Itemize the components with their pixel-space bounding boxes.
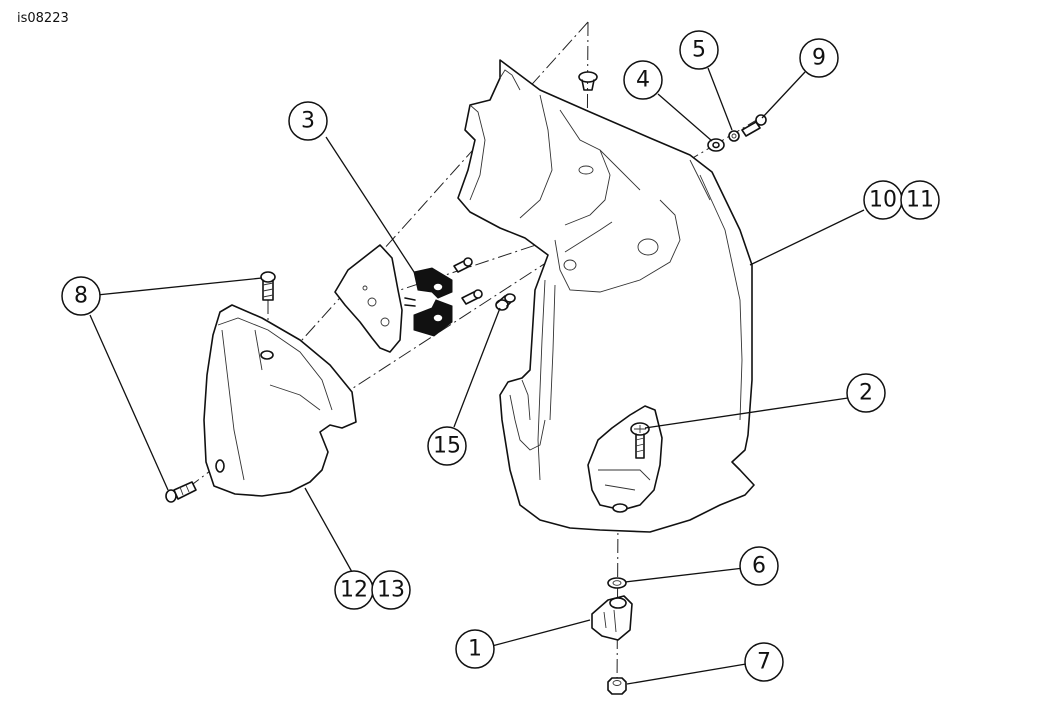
callout-2-label: 2 [859, 381, 873, 406]
callout-9: 9 [799, 38, 839, 78]
callout-5-label: 5 [692, 38, 706, 63]
callout-5: 5 [679, 30, 719, 70]
callout-10-label: 10 [869, 188, 897, 213]
callout-13-label: 13 [377, 578, 405, 603]
callout-9-label: 9 [812, 46, 826, 71]
callout-12-label: 12 [340, 578, 368, 603]
callout-8: 8 [61, 276, 101, 316]
callout-11-label: 11 [906, 188, 934, 213]
screw-8-bottom [165, 481, 197, 503]
nut-7 [607, 677, 627, 695]
callout-6-label: 6 [752, 554, 766, 579]
callout-7-label: 7 [757, 650, 771, 675]
callout-8-label: 8 [74, 284, 88, 309]
callout-6: 6 [739, 546, 779, 586]
callout-7: 7 [744, 642, 784, 682]
callout-1: 1 [455, 629, 495, 669]
top-fastener [578, 71, 598, 91]
screw-9 [741, 114, 767, 137]
callout-15-label: 15 [433, 434, 461, 459]
callout-3-label: 3 [301, 109, 315, 134]
main-fairing-housing [457, 59, 755, 533]
clamp-3 [404, 267, 453, 337]
callout-11: 11 [900, 180, 940, 220]
washer-4 [707, 138, 725, 152]
callout-4-label: 4 [636, 68, 650, 93]
mounting-bracket [334, 244, 403, 353]
figure-reference-id: is08223 [17, 11, 69, 26]
cable-clip-1 [591, 595, 633, 641]
screw-8-top [260, 271, 276, 301]
callout-2: 2 [846, 373, 886, 413]
clamp-screws [453, 257, 483, 305]
callout-12: 12 [334, 570, 374, 610]
leader-lines [89, 67, 865, 685]
callout-13: 13 [371, 570, 411, 610]
callout-15: 15 [427, 426, 467, 466]
lock-washer-5 [728, 130, 740, 142]
front-cover [203, 304, 357, 497]
callout-4: 4 [623, 60, 663, 100]
callout-3: 3 [288, 101, 328, 141]
washer-6 [607, 577, 627, 589]
spacer-15 [495, 293, 516, 311]
callout-1-label: 1 [468, 637, 482, 662]
screw-2 [630, 422, 650, 459]
callout-10: 10 [863, 180, 903, 220]
